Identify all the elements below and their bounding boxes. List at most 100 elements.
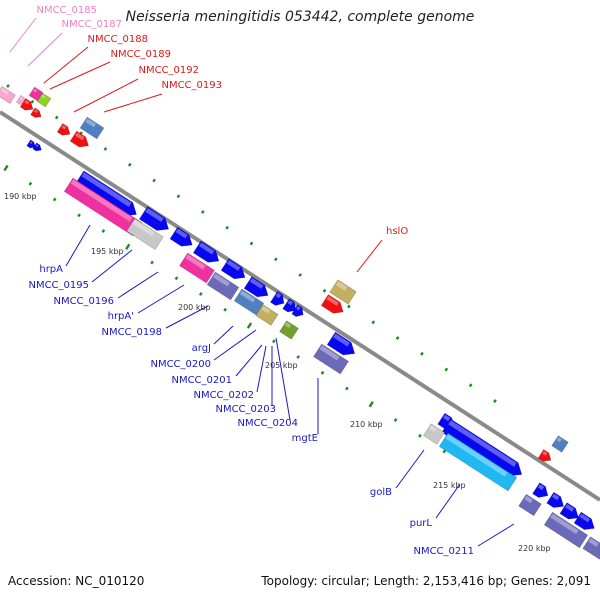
leader-line-1 (27, 32, 63, 67)
tick-mark-10 (249, 241, 254, 246)
gene-label-11: NMCC_0198 (101, 327, 162, 338)
tick-mark-32 (272, 339, 276, 344)
tick-mark-27 (150, 260, 154, 265)
leader-line-12 (213, 325, 234, 345)
gene-feature-18 (179, 252, 215, 284)
gene-feature-39 (518, 493, 542, 517)
gene-feature-35 (551, 435, 569, 453)
gene-feature-14 (126, 218, 164, 250)
accession-text: Accession: NC_010120 (8, 574, 145, 588)
leader-line-7 (65, 224, 91, 267)
map-title: Neisseria meningitidis 053442, complete … (125, 9, 475, 25)
gene-feature-6 (56, 123, 71, 136)
leader-line-15 (256, 345, 267, 393)
gene-label-9: NMCC_0196 (53, 296, 114, 307)
tick-mark-20 (493, 399, 497, 403)
gene-feature-23 (270, 290, 285, 306)
gene-feature-21 (233, 288, 265, 316)
gene-feature-41 (573, 511, 595, 530)
tick-mark-18 (444, 367, 449, 372)
tick-mark-23 (52, 197, 57, 202)
gene-label-6: hslO (386, 226, 408, 237)
tick-mark-11 (274, 257, 278, 262)
tick-mark-21 (3, 164, 9, 172)
gene-feature-34 (438, 432, 518, 492)
gene-feature-27 (329, 279, 357, 305)
gene-feature-2 (36, 92, 52, 108)
gene-feature-17 (220, 258, 246, 280)
gene-feature-13 (138, 206, 169, 231)
tick-mark-17 (420, 351, 424, 356)
gene-feature-26 (279, 320, 299, 340)
leader-line-20 (435, 483, 461, 519)
gene-feature-20 (243, 276, 269, 298)
leader-line-0 (9, 17, 37, 53)
tick-mark-5 (127, 162, 132, 167)
gene-feature-7 (69, 130, 89, 148)
gene-feature-40 (559, 502, 579, 520)
tick-mark-39 (442, 449, 447, 454)
label-leaders (9, 17, 515, 547)
leader-line-19 (395, 449, 425, 489)
gene-feature-30 (313, 343, 349, 375)
gene-feature-38 (546, 491, 565, 508)
gene-feature-15 (169, 226, 193, 247)
leader-line-6 (356, 239, 383, 273)
leader-line-13 (213, 329, 257, 361)
tick-mark-30 (223, 307, 227, 312)
gene-label-16: NMCC_0203 (215, 404, 276, 415)
tick-mark-31 (246, 322, 253, 329)
gene-label-1: NMCC_0187 (61, 19, 122, 30)
tick-mark-9 (225, 225, 229, 230)
gene-label-14: NMCC_0201 (171, 375, 232, 386)
tick-mark-29 (198, 292, 203, 296)
scale-label-0: 190 kbp (4, 192, 37, 201)
gene-label-15: NMCC_0202 (193, 390, 254, 401)
tick-mark-7 (176, 194, 181, 199)
gene-label-19: golB (370, 487, 392, 498)
gene-feature-19 (206, 271, 240, 301)
gene-feature-22 (255, 304, 279, 326)
leader-line-5 (103, 93, 163, 113)
gene-label-18: mgtE (292, 433, 318, 444)
gene-label-12: argJ (192, 343, 211, 354)
gene-feature-32 (441, 418, 523, 477)
leader-line-4 (73, 78, 139, 113)
gene-label-10: hrpA' (108, 311, 134, 322)
gene-label-4: NMCC_0192 (138, 65, 199, 76)
gene-label-2: NMCC_0188 (87, 34, 148, 45)
tick-mark-35 (345, 386, 349, 391)
tick-mark-38 (418, 433, 422, 438)
gene-feature-10 (32, 142, 42, 152)
tick-mark-22 (28, 181, 33, 186)
tick-mark-13 (322, 288, 327, 293)
gene-feature-12 (63, 177, 143, 237)
gene-label-17: NMCC_0204 (237, 418, 298, 429)
genome-backbone (0, 110, 600, 502)
tick-marks (3, 84, 497, 454)
gene-label-8: NMCC_0195 (28, 280, 89, 291)
leader-line-8 (91, 249, 133, 283)
scale-label-1: 195 kbp (91, 247, 124, 256)
tick-mark-6 (152, 178, 156, 183)
gene-label-20: purL (410, 518, 433, 529)
tick-mark-2 (54, 115, 59, 120)
tick-mark-8 (200, 210, 205, 214)
scale-label-4: 210 kbp (350, 420, 383, 429)
tick-mark-15 (371, 320, 376, 325)
leader-line-9 (117, 271, 159, 299)
leader-line-2 (43, 46, 89, 84)
tick-mark-0 (6, 84, 10, 88)
gene-label-21: NMCC_0211 (413, 546, 474, 557)
scale-label-2: 200 kbp (178, 303, 211, 312)
scale-label-6: 220 kbp (518, 544, 551, 553)
leader-line-14 (235, 344, 263, 377)
tick-mark-28 (174, 276, 179, 281)
tick-mark-34 (320, 370, 325, 375)
gene-labels: NMCC_0185NMCC_0187NMCC_0188NMCC_0189NMCC… (28, 5, 474, 557)
gene-feature-29 (326, 331, 356, 356)
gene-feature-37 (532, 482, 549, 498)
tick-mark-33 (296, 355, 301, 359)
